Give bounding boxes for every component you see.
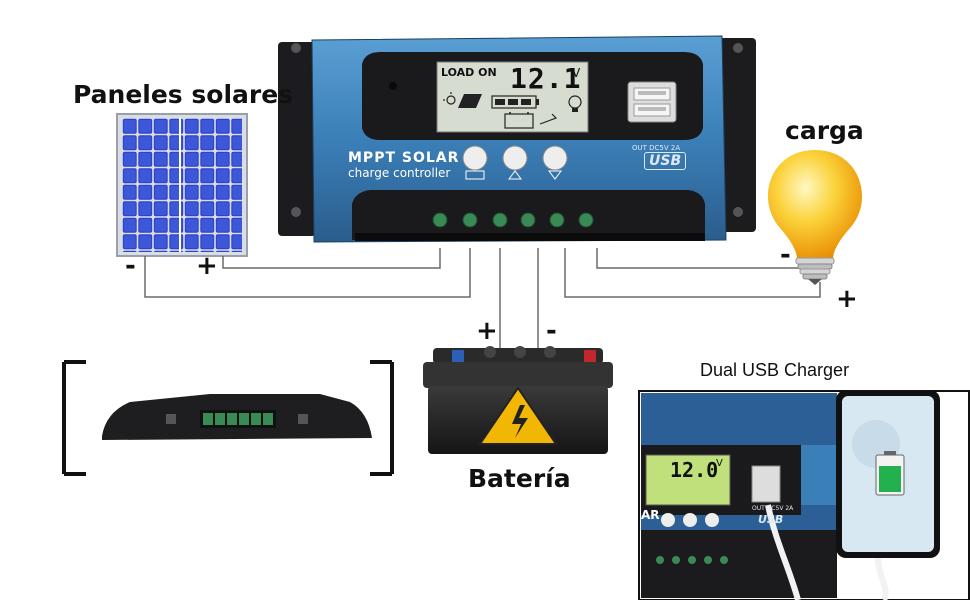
- solar-panels-label: Paneles solares: [73, 80, 294, 109]
- brand-line1: MPPT SOLAR: [348, 150, 460, 166]
- inset-usb-logo: USB: [758, 513, 784, 526]
- inset-lcd-voltage: 12.0: [670, 458, 719, 482]
- solar-panel-icon: [116, 113, 248, 257]
- battery-label: Batería: [468, 464, 571, 493]
- controller-buttons: [462, 145, 568, 180]
- usb-spec: OUT DC5V 2A: [632, 144, 681, 152]
- panel-minus-sign: -: [125, 251, 136, 281]
- usb-charger-inset: [638, 390, 970, 600]
- battery-plus-sign: +: [476, 316, 498, 346]
- lcd-bulb-icon: [568, 95, 582, 112]
- usb-logo: USB: [644, 152, 687, 170]
- load-plus-sign: +: [836, 284, 858, 314]
- terminal-screws: [432, 212, 594, 228]
- lcd-battery-icon: [504, 112, 558, 129]
- brand-line2: charge controller: [348, 166, 451, 180]
- lcd-voltage: 12.1: [510, 62, 582, 95]
- charge-controller: [278, 35, 756, 243]
- load-label: carga: [785, 116, 864, 145]
- inset-brand: AR: [641, 508, 660, 522]
- usb-port-icon: [627, 81, 677, 123]
- controller-side-view: [62, 360, 394, 476]
- bulb-icon: [767, 150, 863, 285]
- wires: [144, 248, 821, 348]
- battery-minus-sign: -: [546, 316, 557, 346]
- lcd-status: LOAD ON: [441, 66, 497, 79]
- lcd-solar-icon: [443, 92, 482, 108]
- battery-icon: [423, 346, 613, 454]
- load-minus-sign: -: [780, 240, 791, 270]
- inset-usb-spec: OUT DC5V 2A: [752, 505, 794, 512]
- lcd-battery-bars-icon: [491, 95, 539, 109]
- lcd-unit: V: [572, 66, 581, 80]
- inset-lcd-unit: V: [716, 458, 723, 469]
- panel-plus-sign: +: [196, 251, 218, 281]
- usb-charger-label: Dual USB Charger: [700, 360, 850, 380]
